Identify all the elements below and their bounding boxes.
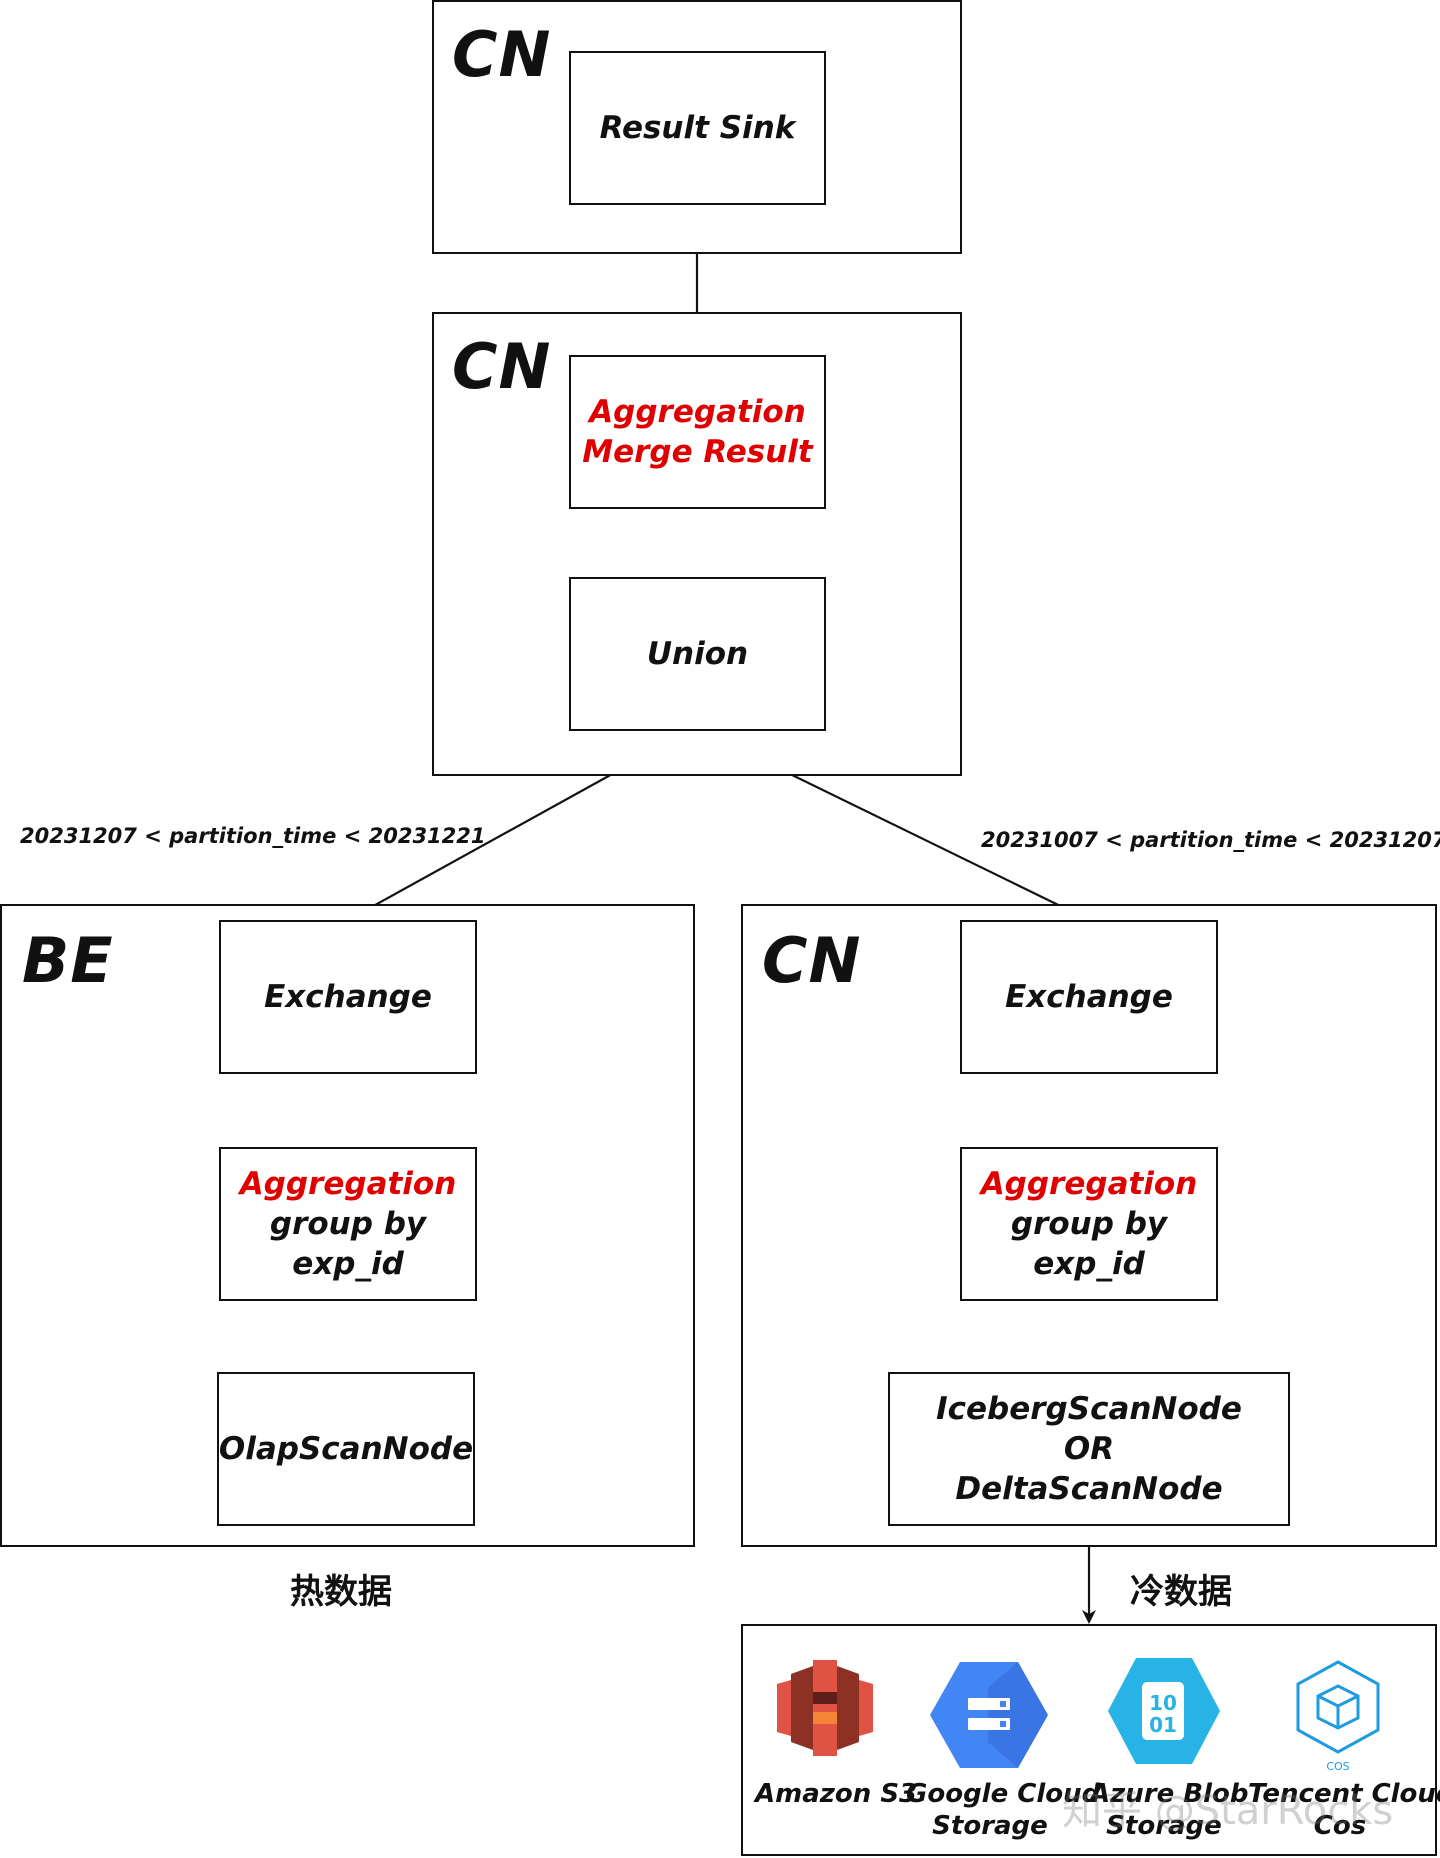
azure-blob-storage-icon: 10 01 xyxy=(1108,1658,1220,1764)
node-aggregation-merge: Aggregation Merge Result xyxy=(569,355,826,509)
node-be-aggregation-line2: group by exp_id xyxy=(269,1206,427,1282)
node-be-aggregation-line1: Aggregation xyxy=(239,1166,457,1202)
node-result-sink: Result Sink xyxy=(569,51,826,205)
node-cold-aggregation-line2: group by exp_id xyxy=(1010,1206,1168,1282)
node-aggregation-merge-line1: Aggregation xyxy=(589,394,806,430)
condition-cold: 20231007 < partition_time < 20231207 xyxy=(981,828,1440,852)
storage-label-s3: Amazon S3 xyxy=(755,1778,918,1810)
storage-label-gcs: Google Cloud Storage xyxy=(906,1778,1101,1842)
node-olap-scan: OlapScanNode xyxy=(217,1372,475,1526)
watermark: 知乎 @StarRocks xyxy=(1062,1788,1394,1834)
storage-label-azure-line2: Storage xyxy=(1106,1811,1222,1841)
google-cloud-storage-icon xyxy=(930,1662,1048,1768)
condition-hot: 20231207 < partition_time < 20231221 xyxy=(20,824,486,848)
node-lake-scan-line2: OR xyxy=(1063,1431,1115,1467)
azure-badge-bottom: 01 xyxy=(1149,1713,1177,1737)
node-be-exchange: Exchange xyxy=(219,920,477,1074)
storage-label-tencent-line2: Cos xyxy=(1313,1811,1367,1841)
node-union: Union xyxy=(569,577,826,731)
node-lake-scan-line3: DeltaScanNode xyxy=(955,1471,1223,1507)
node-cold-aggregation-line1: Aggregation xyxy=(980,1166,1198,1202)
container-top-cn xyxy=(432,0,962,254)
node-cold-exchange: Exchange xyxy=(960,920,1218,1074)
tag-hot-data: 热数据 xyxy=(290,1572,392,1612)
node-olap-scan-label: OlapScanNode xyxy=(218,1431,474,1467)
node-cold-exchange-label: Exchange xyxy=(1005,979,1173,1015)
storage-label-tencent: Tencent Cloud Cos xyxy=(1248,1778,1440,1842)
node-result-sink-label: Result Sink xyxy=(599,110,796,146)
node-lake-scan: IcebergScanNode OR DeltaScanNode xyxy=(888,1372,1290,1526)
cos-badge: COS xyxy=(1326,1760,1349,1773)
node-union-label: Union xyxy=(646,636,749,672)
azure-badge-top: 10 xyxy=(1149,1691,1177,1715)
container-be-label: BE xyxy=(22,924,114,997)
node-lake-scan-line1: IcebergScanNode xyxy=(936,1391,1242,1427)
container-top-cn-label: CN xyxy=(452,18,552,91)
node-aggregation-merge-line2: Merge Result xyxy=(582,434,813,470)
storage-label-tencent-line1: Tencent Cloud xyxy=(1248,1779,1440,1809)
amazon-s3-icon xyxy=(777,1660,873,1756)
storage-label-gcs-line1: Google Cloud xyxy=(906,1779,1101,1809)
node-be-aggregation: Aggregation group by exp_id xyxy=(219,1147,477,1301)
storage-label-s3-line1: Amazon S3 xyxy=(755,1779,918,1809)
node-cold-aggregation: Aggregation group by exp_id xyxy=(960,1147,1218,1301)
tag-cold-data: 冷数据 xyxy=(1130,1572,1232,1612)
node-be-exchange-label: Exchange xyxy=(264,979,432,1015)
storage-label-azure: Azure Blob Storage xyxy=(1090,1778,1249,1842)
storage-label-azure-line1: Azure Blob xyxy=(1090,1779,1249,1809)
container-cold-cn-label: CN xyxy=(762,924,862,997)
container-middle-cn-label: CN xyxy=(452,330,552,403)
tencent-cos-icon: COS xyxy=(1296,1660,1380,1773)
storage-label-gcs-line2: Storage xyxy=(932,1811,1048,1841)
